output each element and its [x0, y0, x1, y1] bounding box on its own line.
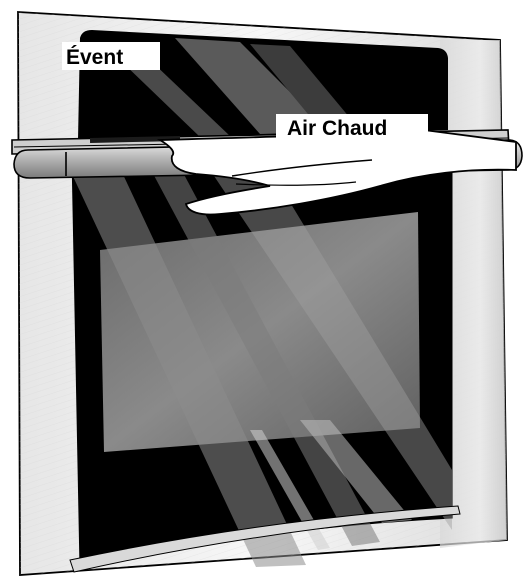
vent-label: Évent [66, 46, 123, 69]
oven-door [70, 147, 460, 572]
hot-air-label: Air Chaud [287, 117, 387, 140]
hot-air-callout: Air Chaud [276, 114, 428, 140]
